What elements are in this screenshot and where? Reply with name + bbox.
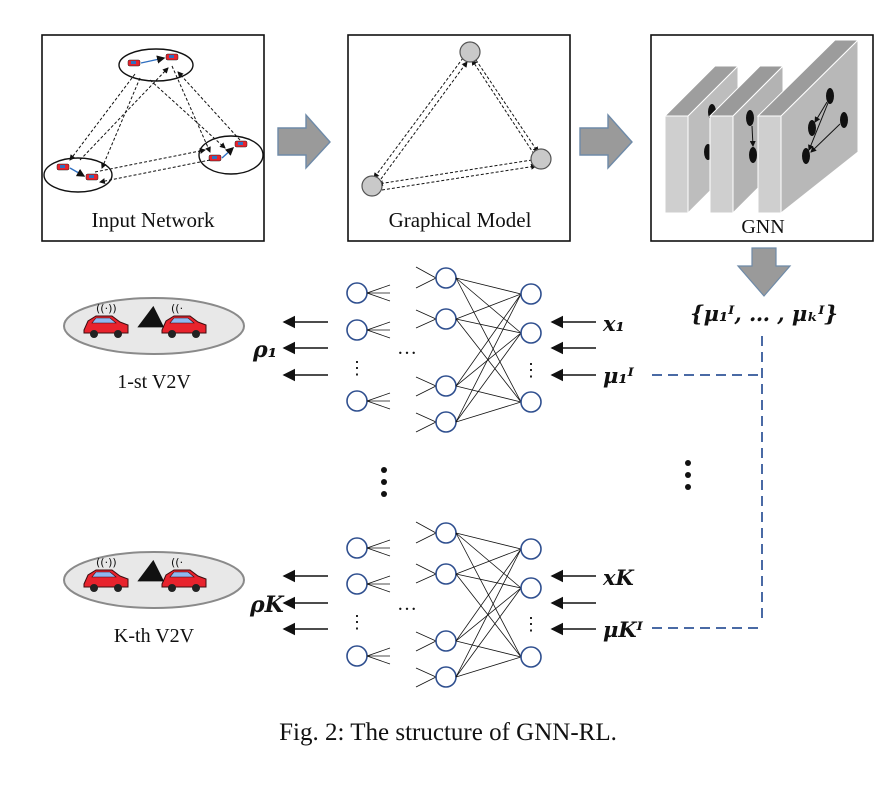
neuron (435, 630, 457, 652)
graphical-model-label: Graphical Model (389, 208, 532, 232)
neuron (346, 319, 368, 341)
flow-arrow-right (277, 113, 331, 170)
flow-arrow-right (579, 113, 633, 170)
input-x: xK (602, 565, 635, 590)
neuron (435, 308, 457, 330)
antenna-signal-icon: ((·)) (96, 556, 117, 569)
input-network-label: Input Network (91, 208, 215, 232)
antenna-signal-icon: ((· (171, 302, 183, 315)
output-layer: ⋮ (346, 537, 391, 667)
svg-text:⋮: ⋮ (348, 612, 366, 632)
neuron (346, 645, 368, 667)
antenna-signal-icon: ((·)) (96, 302, 117, 315)
vehicle-cluster-left (43, 157, 113, 193)
neuron (435, 411, 457, 433)
hidden-ellipsis: … (397, 593, 417, 615)
agent-label: K-th V2V (114, 625, 195, 647)
input-layer: ⋮ (520, 283, 542, 413)
neuron (520, 322, 542, 344)
mini-car-icon (165, 53, 179, 61)
flow-arrow-down (736, 247, 792, 297)
neuron (520, 538, 542, 560)
neuron (520, 283, 542, 305)
output-rho: ρ₁ (252, 337, 277, 363)
mini-car-icon (56, 163, 70, 171)
dense-connections (455, 277, 522, 423)
svg-text:⋮: ⋮ (522, 614, 540, 634)
neuron (346, 573, 368, 595)
hidden-layer (415, 266, 457, 433)
dense-connections (455, 532, 522, 678)
svg-text:⋮: ⋮ (348, 358, 366, 378)
input-x: x₁ (602, 311, 625, 336)
gnn-panel: GNN (650, 34, 874, 242)
output-layer: ⋮ (346, 282, 391, 412)
graphical-model-panel: Graphical Model (347, 34, 571, 242)
svg-text:⋮: ⋮ (522, 360, 540, 380)
agents-ellipsis (381, 460, 691, 497)
neuron (346, 282, 368, 304)
neuron (435, 375, 457, 397)
neuron (520, 391, 542, 413)
mini-car-icon (85, 173, 99, 181)
input-network-panel: Input Network (41, 34, 265, 242)
neuron (520, 646, 542, 668)
neuron (435, 563, 457, 585)
input-layer: ⋮ (520, 538, 542, 668)
graphical-model-box (347, 34, 571, 242)
mini-car-icon (208, 154, 222, 162)
vehicle-cluster-right (198, 135, 264, 175)
neuron (520, 577, 542, 599)
output-rho: ρK (249, 592, 285, 618)
input-mu: μ₁ᴵ (603, 363, 635, 388)
graph-node (530, 148, 552, 170)
agent-k: ((·)) ((· K-th V2V ρK ⋮ … (63, 521, 644, 688)
neuron (435, 267, 457, 289)
gnn-output-set: {μ₁ᴵ, … , μₖᴵ} (690, 301, 838, 326)
mini-car-icon (127, 59, 141, 67)
neuron (435, 666, 457, 688)
mini-car-icon (234, 140, 248, 148)
agent-1: ((·)) ((· 1-st V2V ρ₁ ⋮ … (63, 266, 635, 433)
neuron (435, 522, 457, 544)
figure-caption: Fig. 2: The structure of GNN-RL. (279, 719, 617, 746)
hidden-ellipsis: … (397, 337, 417, 359)
antenna-signal-icon: ((· (171, 556, 183, 569)
neuron (346, 537, 368, 559)
gnn-label: GNN (741, 216, 784, 238)
gnn-layer (756, 38, 860, 215)
neuron (346, 390, 368, 412)
agent-label: 1-st V2V (117, 371, 191, 393)
graph-node (459, 41, 481, 63)
input-mu: μKᴵ (603, 617, 644, 642)
graph-node (361, 175, 383, 197)
hidden-layer (415, 521, 457, 688)
